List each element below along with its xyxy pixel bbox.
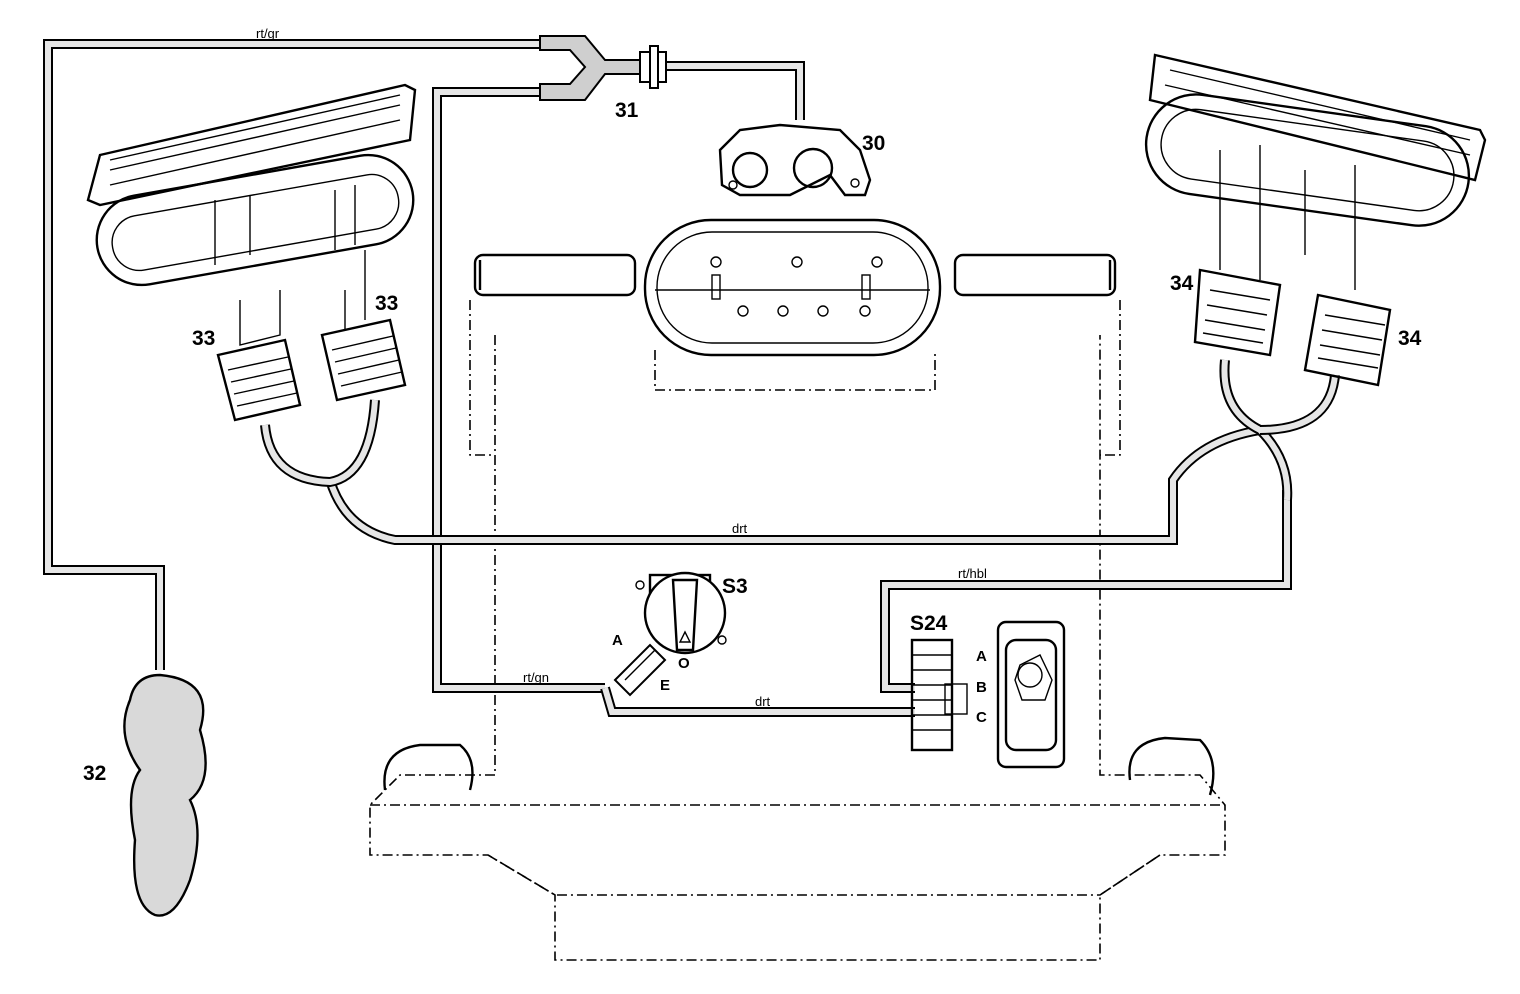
switch-s3 — [613, 571, 727, 697]
y-connector — [539, 35, 667, 101]
center-vent-panel — [473, 218, 1117, 357]
pin-s3-e: E — [660, 677, 670, 694]
right-nozzle-a — [1193, 268, 1282, 357]
hoses — [43, 39, 1340, 717]
label-33-a: 33 — [192, 327, 215, 350]
check-valve — [718, 123, 872, 197]
right-nozzle-b — [1303, 293, 1392, 387]
pin-s3-o: O — [678, 655, 690, 672]
wire-label-rt-gr: rt/gr — [256, 26, 280, 41]
pin-s24-b: B — [976, 679, 987, 696]
label-32: 32 — [83, 762, 106, 785]
right-knob — [1128, 736, 1215, 796]
washer-reservoir — [123, 673, 207, 917]
switch-s24 — [910, 620, 1066, 769]
console-outline — [369, 300, 1226, 961]
wire-label-rt-hbl: rt/hbl — [958, 566, 987, 581]
left-wiper-assembly — [86, 83, 417, 287]
left-nozzle-a — [216, 290, 302, 422]
wire-label-drt-mid: drt — [732, 521, 748, 536]
label-34-b: 34 — [1398, 327, 1422, 350]
label-33-b: 33 — [375, 292, 398, 315]
pin-s24-a: A — [976, 648, 987, 665]
label-30: 30 — [862, 132, 885, 155]
label-s3: S3 — [722, 575, 748, 598]
left-knob — [383, 743, 474, 791]
label-34-a: 34 — [1170, 272, 1194, 295]
label-31: 31 — [615, 99, 639, 122]
wire-label-drt-low: drt — [755, 694, 771, 709]
pin-s24-c: C — [976, 709, 987, 726]
right-wiper-assembly — [1144, 53, 1487, 290]
wire-label-rt-gn: rt/gn — [523, 670, 549, 685]
left-nozzle-b — [320, 250, 407, 402]
pin-s3-a: A — [612, 632, 623, 649]
label-s24: S24 — [910, 612, 948, 635]
